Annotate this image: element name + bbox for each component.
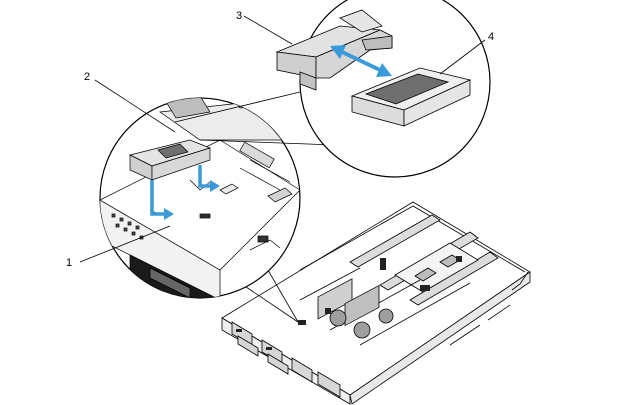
callout-label-2: 2 — [84, 71, 90, 83]
zoom-circle — [174, 0, 491, 178]
callout-2: 2 — [84, 71, 176, 133]
callout-label-3: 3 — [236, 10, 242, 22]
double-headed-arrow-icon — [330, 45, 392, 77]
callout-4: 4 — [439, 31, 494, 75]
callout-3: 3 — [236, 10, 293, 45]
bracket-small — [128, 139, 212, 181]
callout-1: 1 — [66, 225, 171, 269]
callout-label-4: 4 — [488, 31, 494, 43]
bracket-large — [275, 9, 393, 91]
detail-magnifier — [99, 97, 301, 323]
down-arrow-icon — [150, 165, 220, 220]
thermal-pad — [350, 67, 472, 127]
drive-bays — [231, 321, 341, 398]
callout-label-1: 1 — [66, 257, 72, 269]
chassis-details — [236, 256, 462, 350]
